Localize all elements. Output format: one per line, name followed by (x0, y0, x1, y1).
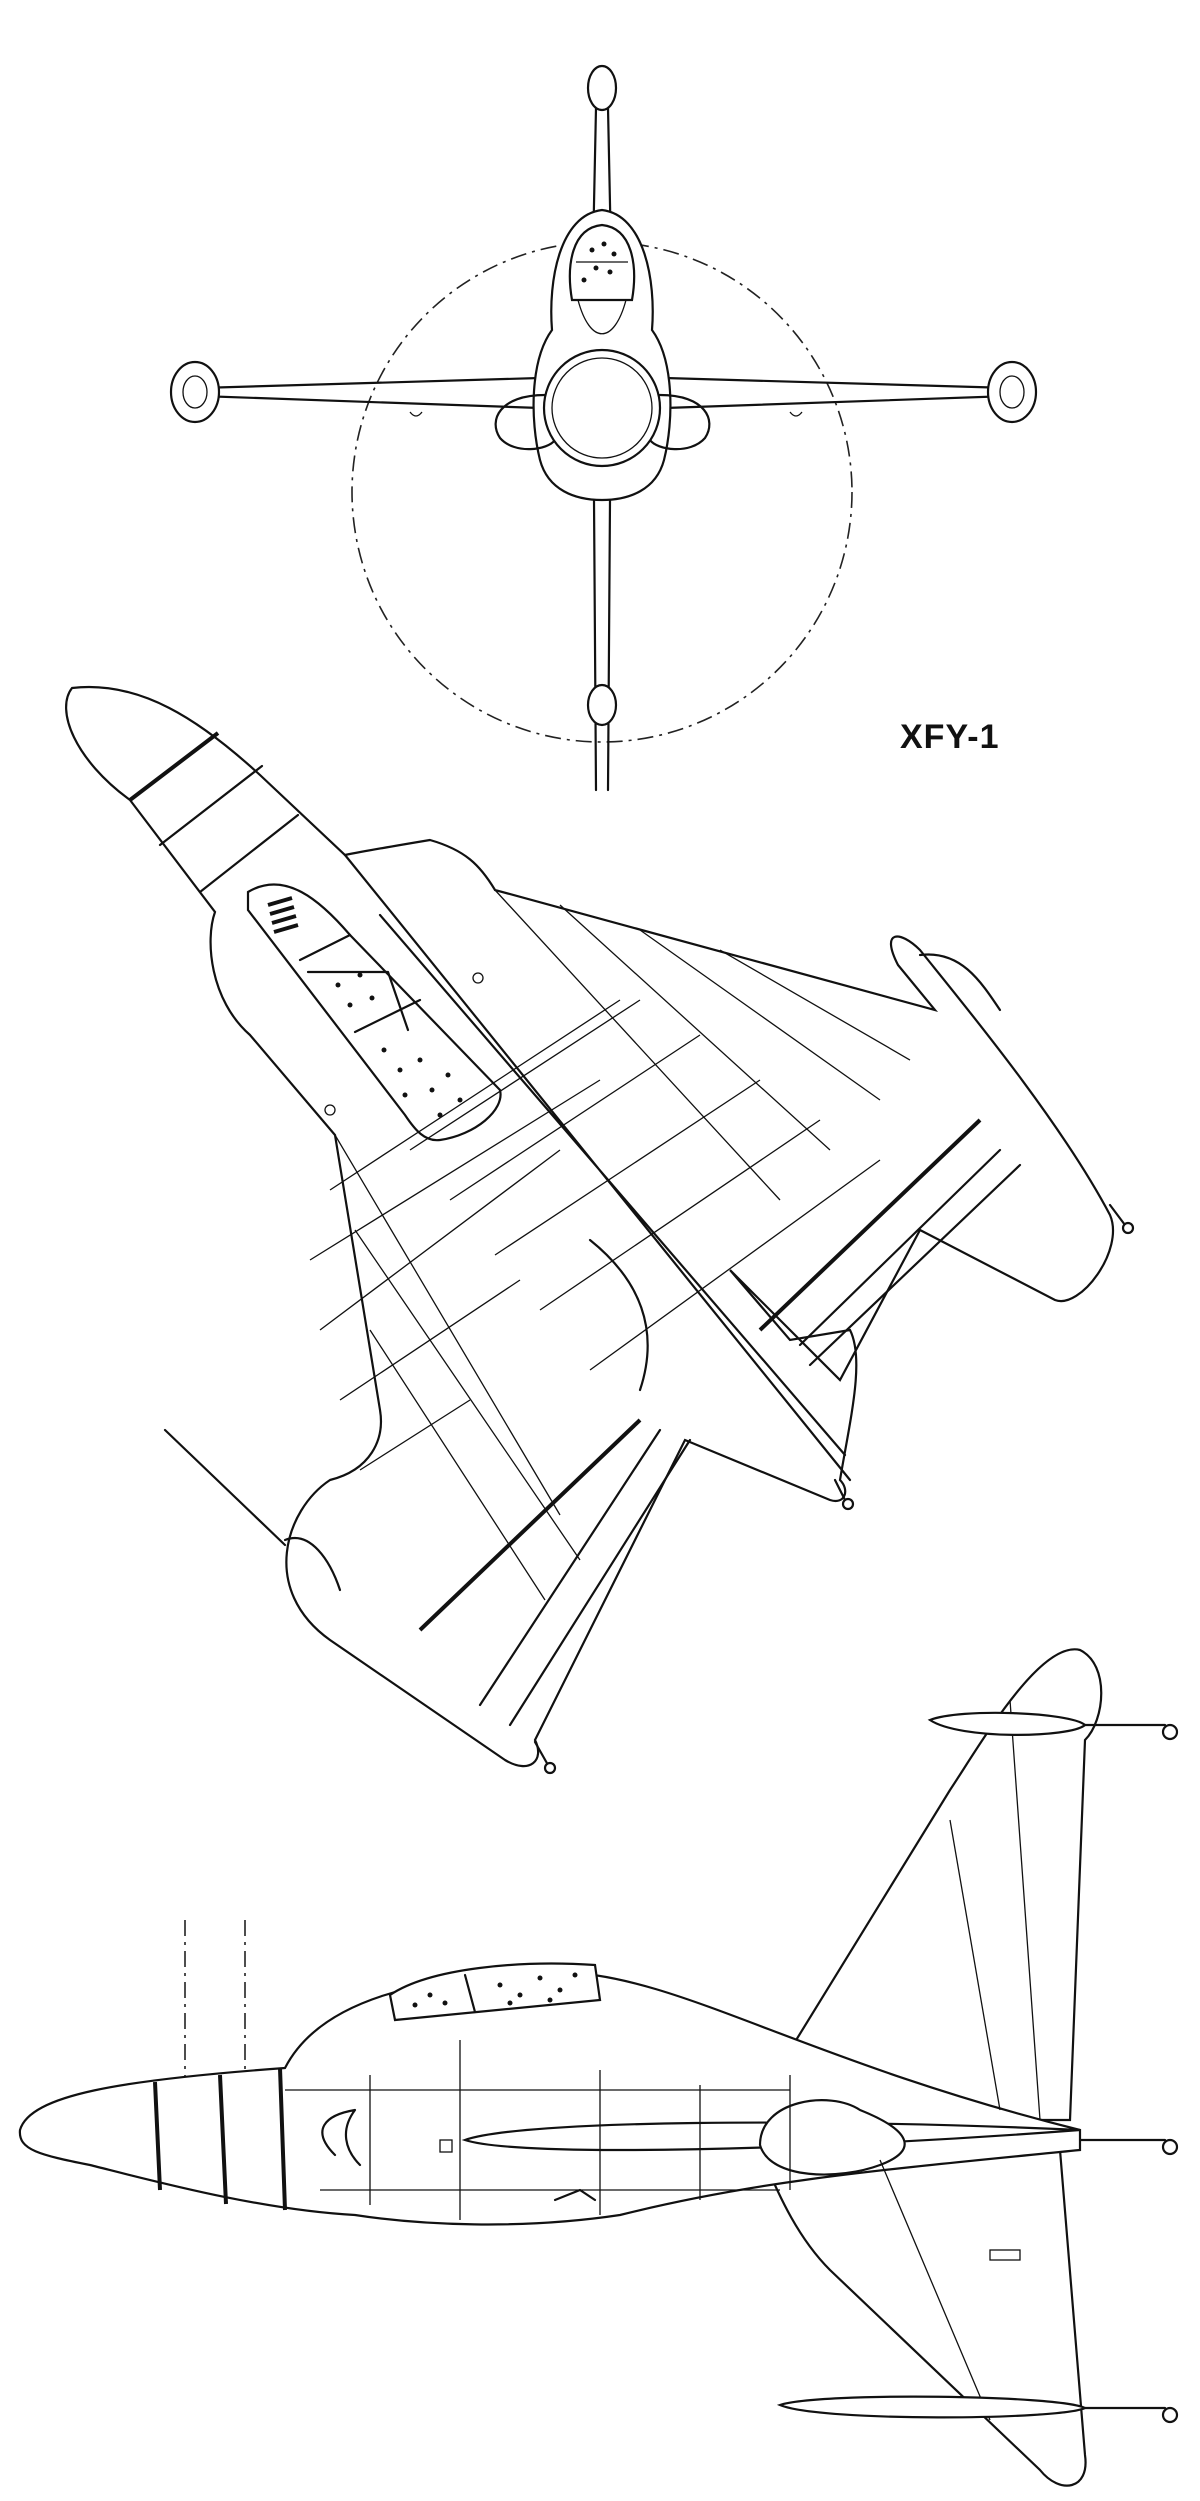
left-wingtip-pod (169, 360, 221, 424)
side-fin-panel (989, 2249, 1021, 2261)
spinner-inner (551, 357, 653, 459)
side-canopy (388, 1962, 602, 2022)
front-canopy-frame (576, 261, 628, 335)
front-view (169, 64, 1038, 792)
side-ladder (553, 2188, 597, 2202)
right-wing-front (663, 376, 1012, 410)
left-wing-front (198, 376, 542, 410)
elevon-hinge-lower (418, 1418, 642, 1632)
lower-fin-tip-pod (586, 683, 618, 727)
side-intake (321, 2108, 362, 2167)
wing-panel-lines (309, 889, 911, 1601)
nose-band-1 (128, 731, 220, 802)
right-intake-fairing (648, 393, 711, 451)
canopy-vent-marks (267, 896, 299, 934)
upper-fin-tip-pod (586, 64, 618, 112)
left-wingtip-pod-inner (182, 375, 208, 409)
wing-root-fairing (588, 1238, 649, 1392)
fuselage-spine (343, 853, 852, 1482)
upper-fin-pod-top (918, 953, 1002, 1012)
canopy-glare-dots (581, 241, 617, 283)
side-nose-bands (153, 2067, 287, 2211)
top-view (65, 685, 1135, 1775)
side-canopy-frame (463, 1973, 477, 2014)
tail-probes-side (776, 1711, 1179, 2424)
lower-fin-pod-top (283, 1537, 342, 1592)
side-hatch (439, 2139, 453, 2153)
nose-band-2 (158, 764, 300, 894)
top-canopy-frames (298, 933, 422, 1034)
left-intake-fairing (494, 393, 557, 451)
canopy-dots-top (335, 972, 463, 1118)
side-exhaust-pod (758, 2099, 906, 2176)
wing-under-bumps (409, 411, 803, 417)
lower-fin-side (758, 2148, 1087, 2487)
upper-elevon (798, 1148, 1022, 1367)
lower-elevon (478, 1428, 692, 1727)
lower-fin (592, 498, 612, 792)
fuel-cap-lower (324, 1104, 336, 1116)
right-wingtip-pod-inner (999, 375, 1025, 409)
antenna-mast (163, 1428, 287, 1547)
elevon-hinge-upper (758, 1118, 982, 1332)
tail-probes-top (533, 1203, 1135, 1775)
side-panel-lines (285, 1699, 1041, 2421)
propeller-disc (351, 241, 853, 743)
spinner-ring (542, 348, 662, 468)
aircraft-designation-label: XFY-1 (900, 718, 1000, 756)
fuel-cap-upper (472, 972, 484, 984)
side-canopy-dots (412, 1972, 578, 2008)
side-view (18, 1648, 1179, 2487)
right-wingtip-pod (986, 360, 1038, 424)
upper-fin-side (788, 1648, 1103, 2122)
